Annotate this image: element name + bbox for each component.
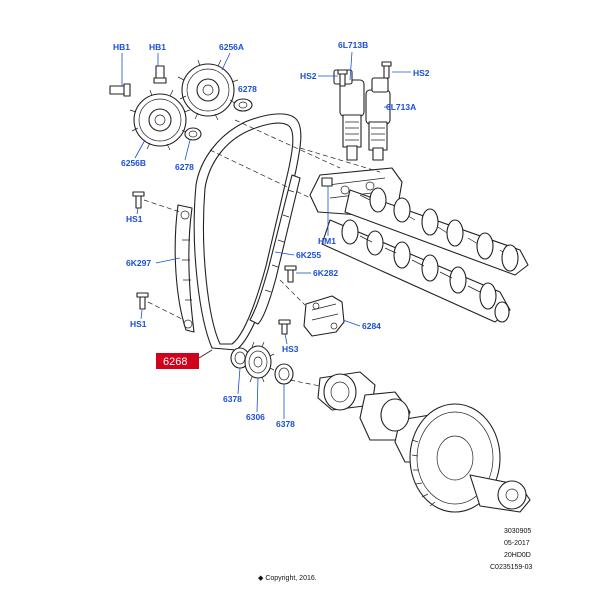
hs1-bolts	[132, 191, 185, 321]
label-6306: 6306	[246, 412, 265, 422]
label-6378-a: 6378	[223, 394, 242, 404]
label-hb1-a: HB1	[113, 42, 130, 52]
copyright-text: ◆ Copyright, 2016.	[258, 575, 317, 582]
meta-line-3: 20HD0D	[504, 552, 531, 559]
meta-line-4: C0235159-03	[490, 564, 533, 571]
chain-guide	[249, 174, 333, 325]
highlight-box-6268	[156, 353, 199, 369]
label-6k297: 6K297	[126, 258, 151, 268]
meta-line-1: 3030905	[504, 528, 531, 535]
vct-sprockets	[109, 59, 253, 151]
label-6278-a: 6278	[238, 84, 257, 94]
label-hs3: HS3	[282, 344, 299, 354]
label-6l713a: 6L713A	[386, 102, 416, 112]
chain-tensioner	[278, 265, 345, 337]
label-6268: 6268	[163, 356, 187, 368]
label-hs1-b: HS1	[130, 319, 147, 329]
camshaft-assembly	[209, 119, 529, 323]
label-6l713b: 6L713B	[338, 40, 368, 50]
label-6278-b: 6278	[175, 162, 194, 172]
drawing-metadata: 3030905 05-2017 20HD0D C0235159-03 ◆ Cop…	[258, 528, 533, 582]
part-labels: HB1 HB1 6256A 6278 6256B 6278 6L713B HS2…	[113, 40, 430, 429]
label-hs2-a: HS2	[300, 71, 317, 81]
label-6284: 6284	[362, 321, 381, 331]
label-hs1-a: HS1	[126, 214, 143, 224]
label-6256b: 6256B	[121, 158, 146, 168]
tensioner-arm	[174, 204, 195, 333]
label-hs2-b: HS2	[413, 68, 430, 78]
label-hb1-b: HB1	[149, 42, 166, 52]
label-6k255: 6K255	[296, 250, 321, 260]
label-hm1: HM1	[318, 236, 336, 246]
label-6k282: 6K282	[313, 268, 338, 278]
label-6378-b: 6378	[276, 419, 295, 429]
crank-sprocket	[230, 341, 294, 385]
crankshaft	[289, 371, 531, 513]
meta-line-2: 05-2017	[504, 540, 530, 547]
label-6256a: 6256A	[219, 42, 244, 52]
oil-control-solenoids	[299, 61, 392, 173]
